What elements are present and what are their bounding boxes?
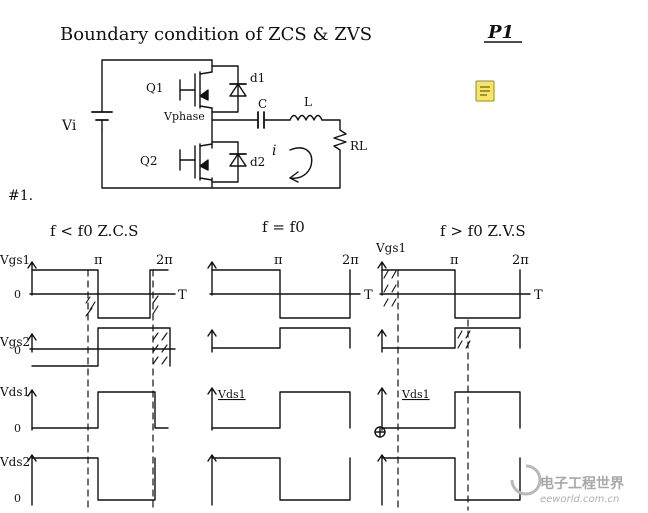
circuit-diagram — [91, 59, 347, 189]
watermark-site: eeworld.com.cn — [540, 494, 619, 505]
column-title-f0: f = f0 — [262, 218, 305, 236]
row-label-vgs2: Vgs2 — [0, 335, 30, 349]
vgs1-label-3: Vgs1 — [375, 241, 406, 255]
watermark: 电子工程世界 eeworld.com.cn — [510, 464, 625, 505]
column-title-zcs: f < f0 Z.C.S — [50, 222, 138, 240]
period-label-3: T — [534, 288, 543, 303]
note-icon[interactable] — [475, 80, 495, 102]
vds1-label-2: Vds1 — [217, 388, 246, 401]
page-title: Boundary condition of ZCS & ZVS — [60, 24, 372, 45]
two-pi-label-1: 2π — [156, 253, 173, 268]
two-pi-label-3: 2π — [512, 253, 529, 268]
pi-label-2: π — [274, 253, 283, 268]
column-title-zvs: f > f0 Z.V.S — [440, 222, 526, 240]
waveforms-f0 — [207, 261, 361, 506]
page-tag: P1 — [487, 22, 514, 43]
waveforms-zvs — [374, 261, 531, 506]
load-label: RL — [350, 139, 367, 153]
waveforms-zcs — [27, 261, 176, 506]
case-marker: #1. — [8, 188, 33, 204]
zero-label-3: 0 — [14, 422, 21, 435]
pi-label-3: π — [450, 253, 459, 268]
zero-label-1: 0 — [14, 288, 21, 301]
capacitor-label: C — [258, 97, 267, 111]
q1-label: Q1 — [146, 81, 163, 95]
current-label: i — [272, 143, 276, 159]
q2-label: Q2 — [140, 154, 157, 168]
vds1-label-3: Vds1 — [401, 388, 430, 401]
zero-label-4: 0 — [14, 492, 21, 505]
timing-guides — [87, 269, 469, 511]
phase-node-label: Vphase — [163, 110, 205, 123]
row-label-vds2: Vds2 — [0, 455, 30, 469]
two-pi-label-2: 2π — [342, 253, 359, 268]
pi-label-1: π — [94, 253, 103, 268]
row-label-vgs1: Vgs1 — [0, 253, 30, 267]
d1-label: d1 — [250, 71, 265, 85]
watermark-cn: 电子工程世界 — [540, 475, 625, 492]
period-label-1: T — [178, 288, 187, 303]
inductor-label: L — [304, 95, 312, 109]
period-label-2: T — [364, 288, 373, 303]
watermark-logo-icon — [510, 464, 542, 496]
row-label-vds1: Vds1 — [0, 385, 30, 399]
d2-label: d2 — [250, 155, 265, 169]
input-voltage-label: Vi — [61, 118, 77, 134]
zero-label-2: 0 — [14, 344, 21, 357]
